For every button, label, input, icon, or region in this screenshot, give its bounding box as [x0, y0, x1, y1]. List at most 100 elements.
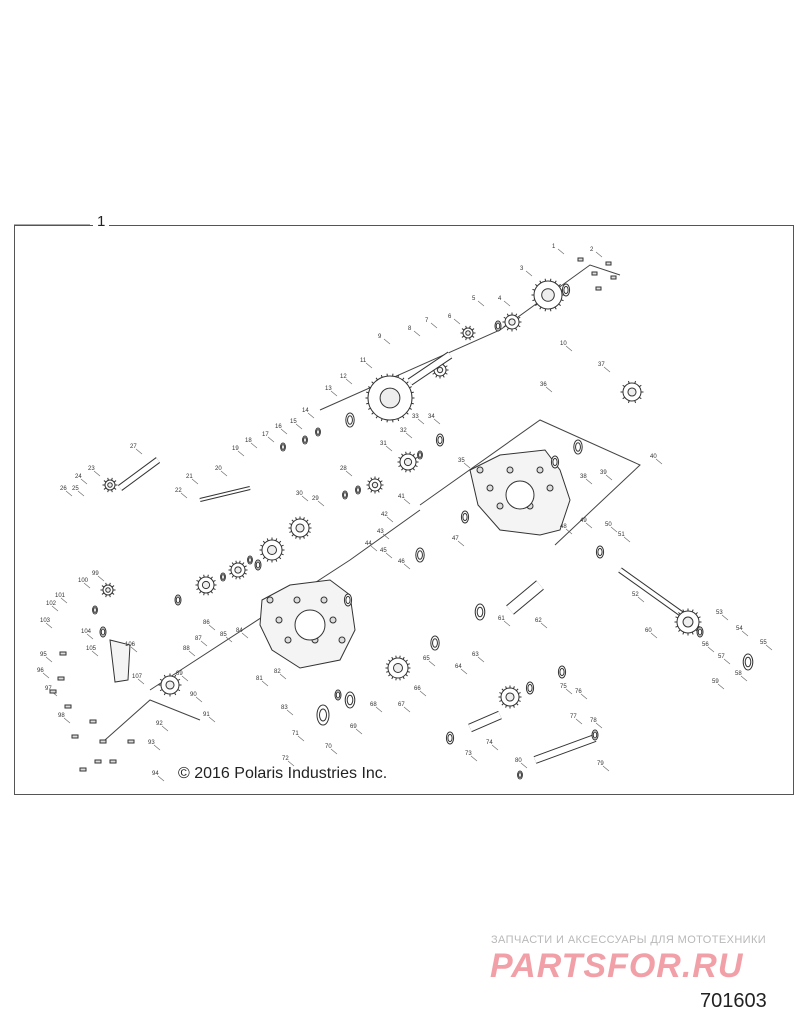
callout-41[interactable]: 41	[398, 494, 405, 500]
callout-35[interactable]: 35	[458, 458, 465, 464]
callout-22[interactable]: 22	[175, 488, 182, 494]
bearing-36[interactable]	[557, 665, 567, 679]
callout-10[interactable]: 10	[560, 341, 567, 347]
callout-98[interactable]: 98	[58, 713, 65, 719]
callout-28[interactable]: 28	[340, 466, 347, 472]
bearing-39[interactable]	[445, 731, 455, 745]
callout-73[interactable]: 73	[465, 751, 472, 757]
bolt-8[interactable]	[127, 739, 135, 744]
shaft-29[interactable]	[533, 734, 597, 764]
callout-30[interactable]: 30	[296, 491, 303, 497]
gear-73[interactable]	[195, 574, 217, 596]
washer-30b[interactable]	[696, 626, 704, 638]
gear-67[interactable]	[498, 685, 522, 709]
callout-9[interactable]: 9	[378, 334, 382, 340]
callout-82[interactable]: 82	[274, 669, 281, 675]
gear-68[interactable]	[366, 476, 384, 494]
callout-79[interactable]: 79	[597, 761, 604, 767]
callout-106[interactable]: 106	[125, 642, 136, 648]
callout-42[interactable]: 42	[381, 512, 388, 518]
bolt-6[interactable]	[109, 759, 117, 764]
callout-100[interactable]: 100	[78, 578, 89, 584]
bearing-55[interactable]	[99, 626, 107, 638]
dowel-pin-3[interactable]	[591, 271, 598, 276]
callout-38[interactable]: 38	[580, 474, 587, 480]
callout-49[interactable]: 49	[580, 518, 587, 524]
sensor-97[interactable]	[620, 380, 644, 404]
bearing-45[interactable]	[591, 729, 599, 741]
shift-shaft-78[interactable]	[117, 457, 161, 491]
cover-61[interactable]	[316, 704, 330, 726]
callout-3[interactable]: 3	[520, 266, 524, 272]
callout-12[interactable]: 12	[340, 374, 347, 380]
callout-83[interactable]: 83	[281, 705, 288, 711]
callout-32[interactable]: 32	[400, 428, 407, 434]
callout-97[interactable]: 97	[45, 686, 52, 692]
bolt-11[interactable]	[49, 689, 57, 694]
callout-88[interactable]: 88	[183, 646, 190, 652]
callout-29[interactable]: 29	[312, 496, 319, 502]
bolt-5[interactable]	[99, 739, 107, 744]
seal-16[interactable]	[595, 545, 605, 559]
callout-68[interactable]: 68	[370, 702, 377, 708]
gear-54[interactable]	[100, 582, 116, 598]
callout-26[interactable]: 26	[60, 486, 67, 492]
callout-67[interactable]: 67	[398, 702, 405, 708]
washer-15[interactable]	[334, 689, 342, 701]
callout-99[interactable]: 99	[92, 571, 99, 577]
transmission-case-right[interactable]	[469, 449, 571, 536]
callout-5[interactable]: 5	[472, 296, 476, 302]
callout-86[interactable]: 86	[203, 620, 210, 626]
washer-14b[interactable]	[355, 485, 361, 495]
callout-18[interactable]: 18	[245, 438, 252, 444]
seal-43[interactable]	[561, 283, 571, 297]
bearing-22[interactable]	[344, 691, 356, 709]
callout-69[interactable]: 69	[350, 724, 357, 730]
cover-5[interactable]	[158, 673, 182, 697]
washer-25[interactable]	[247, 555, 253, 565]
callout-94[interactable]: 94	[152, 771, 159, 777]
washer-30[interactable]	[417, 450, 423, 460]
seal-38[interactable]	[460, 510, 470, 524]
callout-66[interactable]: 66	[414, 686, 421, 692]
callout-92[interactable]: 92	[156, 721, 163, 727]
callout-16[interactable]: 16	[275, 424, 282, 430]
callout-11[interactable]: 11	[360, 358, 367, 364]
callout-61[interactable]: 61	[498, 616, 505, 622]
washer-56[interactable]	[92, 605, 98, 615]
bolt-7[interactable]	[79, 767, 87, 772]
callout-50[interactable]: 50	[605, 522, 612, 528]
gear-63[interactable]	[674, 608, 702, 636]
callout-27[interactable]: 27	[130, 444, 137, 450]
bolt-9[interactable]	[94, 759, 102, 764]
gear-65[interactable]	[502, 312, 522, 332]
callout-56[interactable]: 56	[702, 642, 709, 648]
washer-27[interactable]	[342, 490, 348, 500]
callout-105[interactable]: 105	[86, 646, 97, 652]
dowel-pin-1[interactable]	[577, 257, 584, 262]
callout-14[interactable]: 14	[302, 408, 309, 414]
callout-64[interactable]: 64	[455, 664, 462, 670]
callout-81[interactable]: 81	[256, 676, 263, 682]
cover-106[interactable]	[742, 653, 754, 671]
callout-24[interactable]: 24	[75, 474, 82, 480]
callout-51[interactable]: 51	[618, 532, 625, 538]
callout-75[interactable]: 75	[560, 684, 567, 690]
callout-95[interactable]: 95	[40, 652, 47, 658]
bearing-37[interactable]	[435, 433, 445, 447]
callout-48[interactable]: 48	[560, 524, 567, 530]
callout-96[interactable]: 96	[37, 668, 44, 674]
callout-37[interactable]: 37	[598, 362, 605, 368]
bolt-2[interactable]	[57, 676, 65, 681]
gear-28[interactable]	[228, 560, 248, 580]
callout-15[interactable]: 15	[290, 419, 297, 425]
callout-104[interactable]: 104	[81, 629, 92, 635]
gear-60[interactable]	[460, 325, 476, 341]
gear-77[interactable]	[102, 477, 118, 493]
callout-74[interactable]: 74	[486, 740, 493, 746]
callout-13[interactable]: 13	[325, 386, 332, 392]
callout-70[interactable]: 70	[325, 744, 332, 750]
callout-23[interactable]: 23	[88, 466, 95, 472]
callout-91[interactable]: 91	[203, 712, 210, 718]
dowel-pin-4[interactable]	[610, 275, 617, 280]
